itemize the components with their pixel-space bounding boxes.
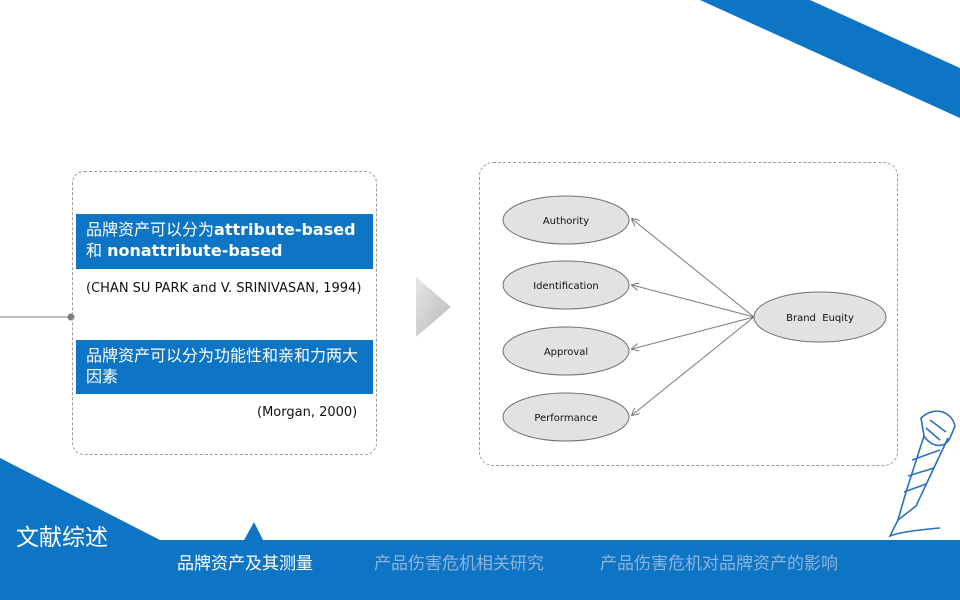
node-identification-label: Identification <box>533 281 599 292</box>
corner-banner <box>700 0 960 118</box>
node-brand-equity <box>753 291 887 343</box>
definition-2-text: 品牌资产可以分为功能性和亲和力两大因素 <box>86 346 359 386</box>
arrow-to-identification <box>632 285 755 318</box>
section-title: 文献综述 <box>16 525 108 551</box>
node-authority-label: Authority <box>543 216 589 227</box>
chevron-arrow-icon <box>416 277 451 337</box>
node-authority <box>502 195 630 245</box>
pen-sketch-icon <box>888 410 956 538</box>
active-nav-pointer <box>243 522 264 542</box>
definition-1-bold-1: attribute-based <box>214 220 356 239</box>
arrow-to-performance <box>632 316 755 415</box>
left-panel <box>72 171 377 455</box>
definition-1-prefix: 品牌资产可以分为 <box>86 220 215 239</box>
definition-box-2: 品牌资产可以分为功能性和亲和力两大因素 <box>76 340 373 394</box>
node-approval <box>502 326 630 376</box>
node-brand-equity-label: Brand Euqity <box>786 313 854 324</box>
node-approval-label: Approval <box>544 347 588 358</box>
nav-item-crisis-impact-on-brand-equity[interactable]: 产品伤害危机对品牌资产的影响 <box>600 554 838 574</box>
definition-1-line2-prefix: 和 <box>86 241 108 260</box>
node-identification <box>502 260 630 310</box>
node-performance-label: Performance <box>534 413 597 424</box>
arrow-to-approval <box>632 316 755 349</box>
nav-item-product-harm-crisis-research[interactable]: 产品伤害危机相关研究 <box>374 554 544 574</box>
footer-band <box>0 458 960 600</box>
nav-item-brand-equity-measurement[interactable]: 品牌资产及其测量 <box>177 554 313 574</box>
arrow-to-authority <box>632 219 755 318</box>
definition-box-1: 品牌资产可以分为attribute-based 和 nonattribute-b… <box>76 214 373 269</box>
citation-2: (Morgan, 2000) <box>257 405 358 420</box>
node-performance <box>502 392 630 442</box>
citation-1: (CHAN SU PARK and V. SRINIVASAN, 1994) <box>86 281 362 296</box>
definition-1-bold-2: nonattribute-based <box>107 241 283 260</box>
diagram-panel <box>479 162 898 466</box>
